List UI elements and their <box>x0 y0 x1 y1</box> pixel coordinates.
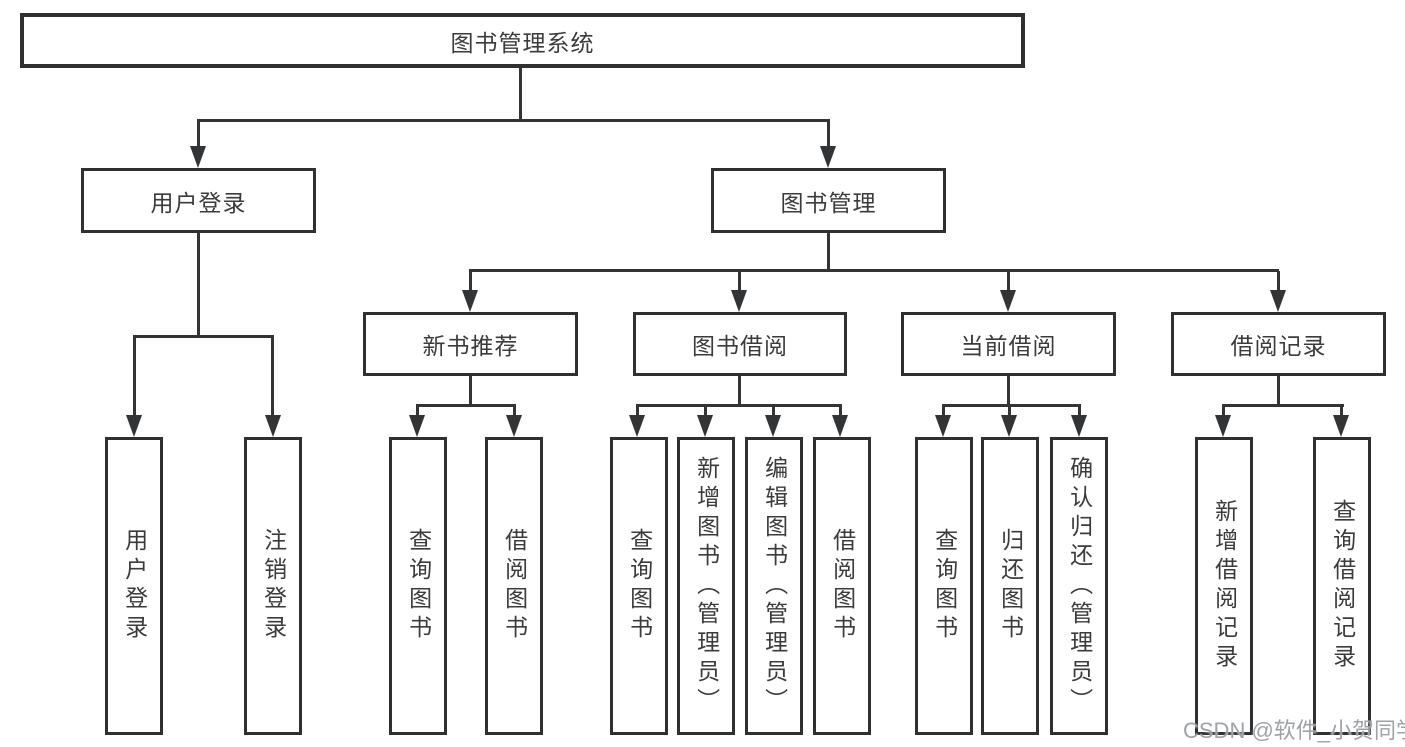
edge-line <box>133 337 136 416</box>
arrow-down-icon <box>731 290 747 312</box>
arrow-down-icon <box>1270 290 1286 312</box>
edge-line <box>772 406 775 416</box>
arrow-down-icon <box>832 415 848 437</box>
edge-line <box>197 119 830 122</box>
edge-line <box>469 269 1279 272</box>
arrow-down-icon <box>462 290 478 312</box>
arrow-down-icon <box>190 146 206 168</box>
leaf-logout: 注销登录 <box>244 437 302 735</box>
edge-line <box>636 404 842 407</box>
edge-line <box>1007 376 1010 406</box>
arrow-down-icon <box>1000 290 1016 312</box>
arrow-down-icon <box>1333 415 1349 437</box>
leaf-return-book: 归还图书 <box>981 437 1039 735</box>
node-library-management-system: 图书管理系统 <box>20 13 1025 68</box>
edge-line <box>1078 406 1081 416</box>
edge-line <box>1277 271 1280 291</box>
node-new-book-recommend: 新书推荐 <box>363 312 578 376</box>
node-book-borrow: 图书借阅 <box>633 312 847 376</box>
arrow-down-icon <box>935 415 951 437</box>
leaf-confirm-return-admin: 确认归还（管理员） <box>1050 437 1108 735</box>
edge-line <box>942 404 1081 407</box>
leaf-query-books-current: 查询图书 <box>915 437 973 735</box>
edge-line <box>1277 376 1280 406</box>
leaf-borrow-books: 借阅图书 <box>813 437 871 735</box>
leaf-add-book-admin: 新增图书（管理员） <box>677 437 735 735</box>
edge-line <box>519 68 522 121</box>
edge-line <box>197 121 200 148</box>
edge-line <box>197 233 200 337</box>
edge-line <box>1340 406 1343 416</box>
edge-line <box>1222 406 1225 416</box>
edge-line <box>271 337 274 416</box>
node-current-borrow: 当前借阅 <box>901 312 1116 376</box>
arrow-down-icon <box>1071 415 1087 437</box>
arrow-down-icon <box>409 415 425 437</box>
edge-line <box>1222 404 1344 407</box>
leaf-query-books-recommend: 查询图书 <box>389 437 447 735</box>
arrow-down-icon <box>126 415 142 437</box>
edge-line <box>133 335 274 338</box>
arrow-down-icon <box>1215 415 1231 437</box>
edge-line <box>827 233 830 271</box>
csdn-watermark: CSDN @软件_小贺同学 <box>1183 718 1405 743</box>
arrow-down-icon <box>506 415 522 437</box>
edge-line <box>738 376 741 406</box>
node-borrow-records: 借阅记录 <box>1171 312 1386 376</box>
leaf-add-borrow-record: 新增借阅记录 <box>1195 437 1253 735</box>
leaf-query-borrow-record: 查询借阅记录 <box>1313 437 1371 735</box>
edge-line <box>1008 406 1011 416</box>
node-book-management: 图书管理 <box>711 168 946 233</box>
leaf-edit-book-admin: 编辑图书（管理员） <box>745 437 803 735</box>
leaf-borrow-books-recommend: 借阅图书 <box>485 437 543 735</box>
edge-line <box>469 271 472 291</box>
edge-line <box>416 406 419 416</box>
edge-line <box>416 404 516 407</box>
arrow-down-icon <box>1001 415 1017 437</box>
edge-line <box>827 121 830 148</box>
arrow-down-icon <box>697 415 713 437</box>
edge-line <box>704 406 707 416</box>
edge-line <box>738 271 741 291</box>
edge-line <box>513 406 516 416</box>
arrow-down-icon <box>765 415 781 437</box>
edge-line <box>469 376 472 406</box>
arrow-down-icon <box>265 415 281 437</box>
edge-line <box>839 406 842 416</box>
leaf-user-login: 用户登录 <box>105 437 163 735</box>
edge-line <box>942 406 945 416</box>
node-user-login: 用户登录 <box>81 168 316 233</box>
arrow-down-icon <box>629 415 645 437</box>
edge-line <box>1007 271 1010 291</box>
leaf-query-books-borrow: 查询图书 <box>610 437 668 735</box>
edge-line <box>636 406 639 416</box>
arrow-down-icon <box>820 146 836 168</box>
